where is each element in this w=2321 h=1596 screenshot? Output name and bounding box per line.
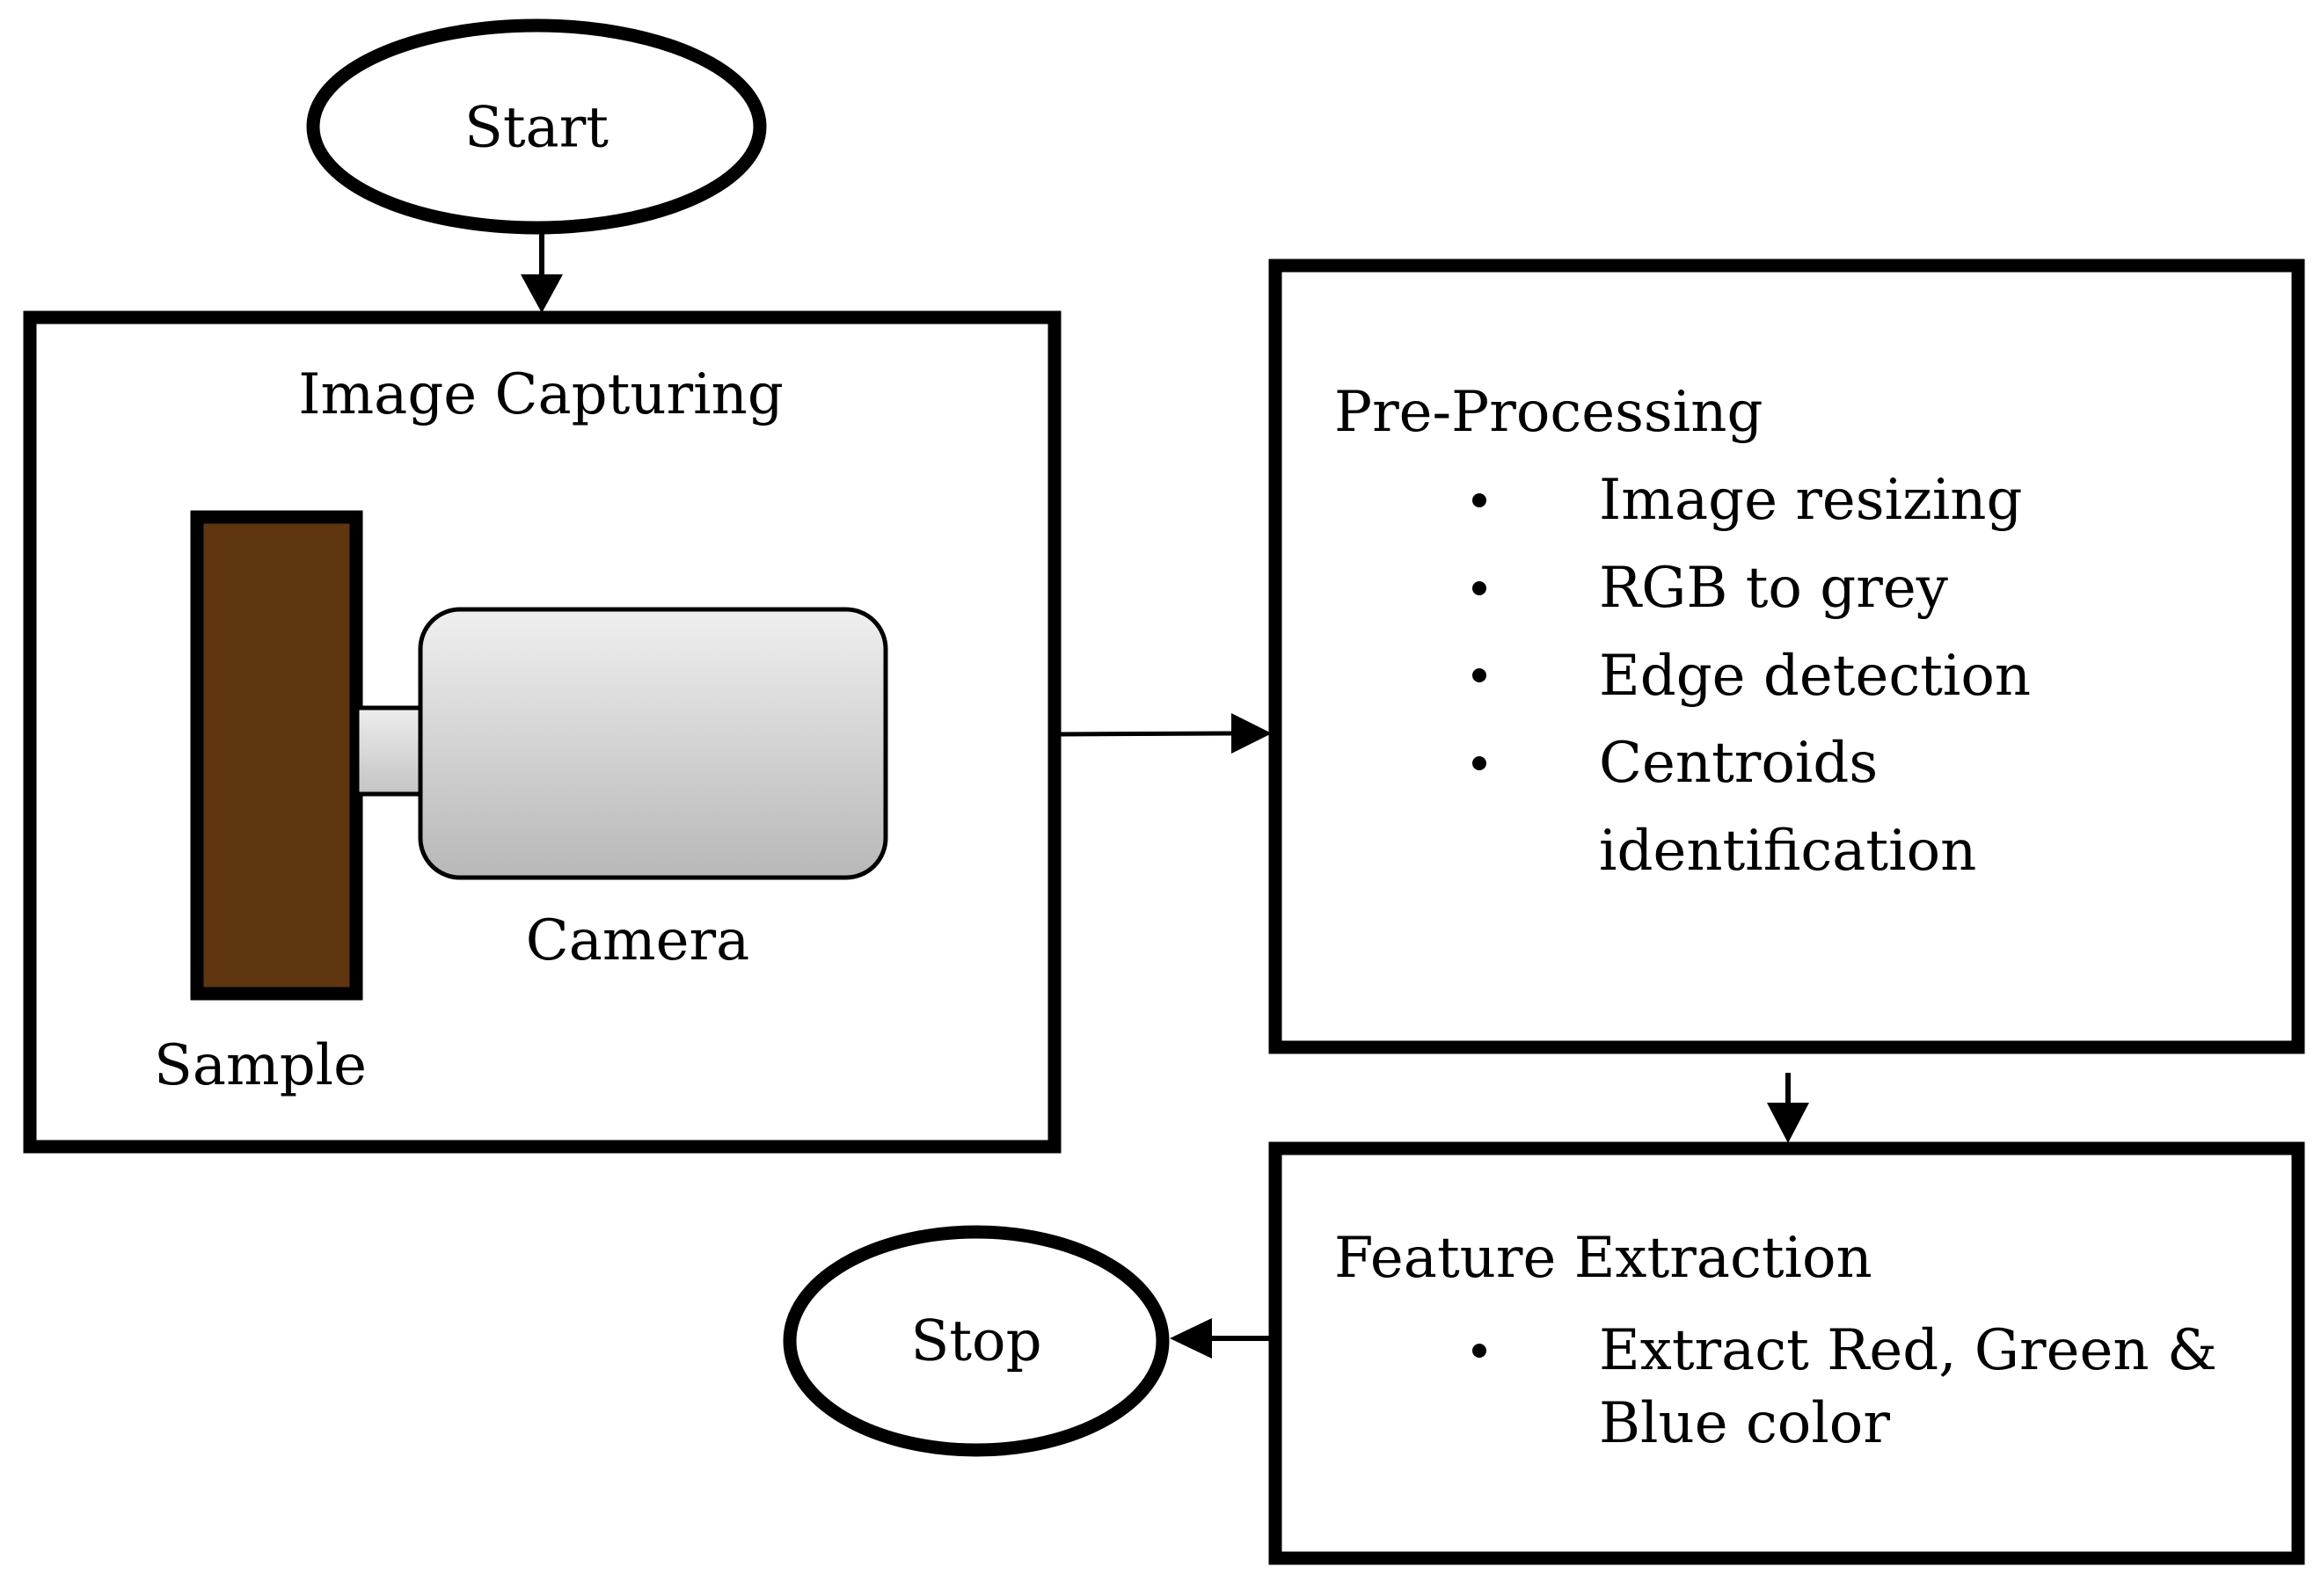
camera-icon [354, 607, 888, 880]
arrow-preprocess-to-features [1767, 1073, 1809, 1143]
bullet-icon [1472, 1344, 1486, 1358]
camera-body [418, 607, 888, 880]
sample-label: Sample [154, 1033, 367, 1098]
arrow-features-to-stop [1170, 1318, 1270, 1359]
bullet-icon [1472, 668, 1486, 682]
pre-processing-step: RGB to grey [1599, 556, 1948, 621]
feature-extraction-box [1268, 1141, 2305, 1565]
pre-processing-step: identification [1599, 819, 1976, 884]
bullet-icon [1472, 581, 1486, 595]
pre-processing-title: Pre-Processing [1334, 380, 1763, 445]
arrow-capture-to-preprocess [1059, 713, 1272, 754]
start-label: Start [464, 96, 609, 161]
stop-ellipse [783, 1225, 1170, 1457]
stop-label: Stop [910, 1309, 1041, 1374]
sample-shape [190, 510, 363, 1001]
bullet-icon [1472, 756, 1486, 770]
camera-lens [354, 705, 424, 797]
pre-processing-node: Pre-Processing Image resizing RGB to gre… [1268, 259, 2305, 1054]
pre-processing-step: Image resizing [1599, 468, 2022, 533]
pre-processing-box [1268, 259, 2305, 1054]
image-capturing-title: Image Capturing [298, 362, 784, 427]
stop-node: Stop [783, 1225, 1170, 1457]
image-capturing-node: Image Capturing Sample Camera [23, 310, 1062, 1154]
pre-processing-step: Centroids [1599, 731, 1878, 796]
camera-label: Camera [526, 908, 749, 973]
start-node: Start [306, 18, 767, 235]
feature-extraction-node: Feature Extraction Extract Red, Green & … [1268, 1141, 2305, 1565]
start-ellipse [306, 18, 767, 235]
feature-extraction-step: Extract Red, Green & [1599, 1318, 2217, 1383]
bullet-icon [1472, 493, 1486, 507]
feature-extraction-title: Feature Extraction [1334, 1226, 1872, 1291]
arrow-start-to-capture [521, 229, 563, 313]
pre-processing-step: Edge detection [1599, 644, 2031, 709]
feature-extraction-step: Blue color [1599, 1391, 1890, 1456]
